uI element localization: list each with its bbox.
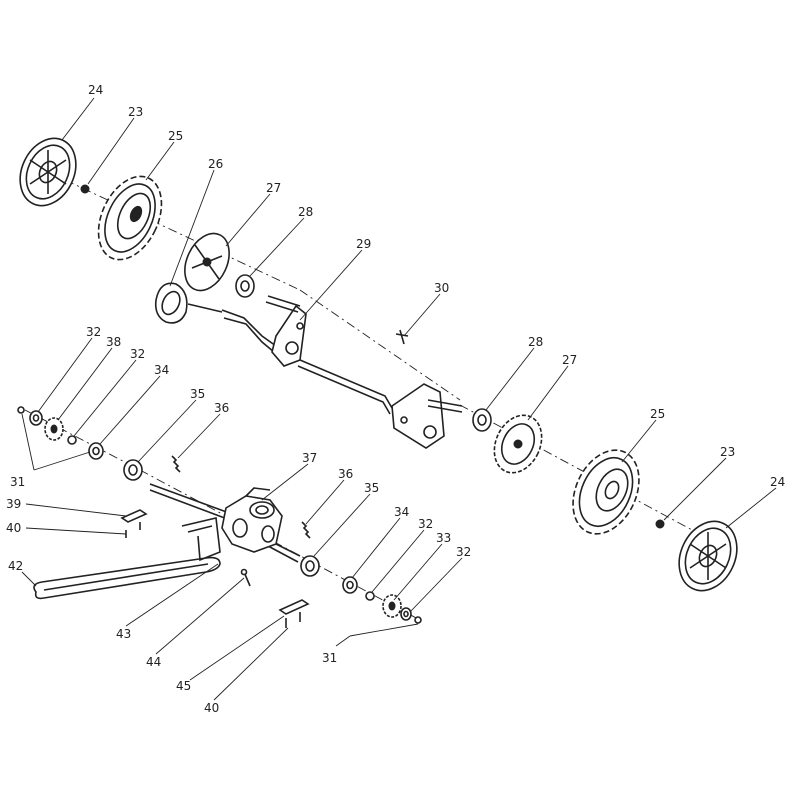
screw-44 [240, 568, 251, 587]
axle-bracket-assembly [221, 295, 463, 449]
hub-nut-left [80, 184, 90, 194]
callout-34: 34 [394, 505, 409, 519]
callout-32: 32 [130, 347, 145, 361]
callout-32: 32 [86, 325, 101, 339]
spring-36-right [301, 521, 311, 539]
height-lever-knob [154, 282, 223, 324]
callout-39: 39 [6, 497, 21, 511]
callout-27: 27 [266, 181, 281, 195]
callout-29: 29 [356, 237, 371, 251]
bushing-32-right-a [365, 591, 375, 601]
pinion-gear-right [382, 594, 402, 618]
callout-32: 32 [456, 545, 471, 559]
callout-28: 28 [298, 205, 313, 219]
callout-31: 31 [322, 651, 337, 665]
callout-38: 38 [106, 335, 121, 349]
leader-lines [21, 97, 777, 701]
washer-right [472, 408, 492, 432]
wheel-cap-left [19, 137, 77, 207]
callout-32: 32 [418, 517, 433, 531]
drive-belt-42 [33, 556, 221, 600]
clip-left [17, 406, 25, 414]
pinion-gear-left [44, 417, 64, 441]
pin [395, 329, 409, 345]
bushing-32-right-b [400, 607, 412, 621]
bracket-45 [278, 599, 310, 628]
bearing-34-left [88, 442, 104, 460]
bushing-32-left-b [67, 435, 77, 445]
gear-plate-left [184, 232, 230, 292]
hub-nut-right [655, 519, 665, 529]
bearing-34-right [342, 576, 358, 594]
callout-26: 26 [208, 157, 223, 171]
callout-37: 37 [302, 451, 317, 465]
coupling-35-left [123, 459, 143, 481]
callout-42: 42 [8, 559, 23, 573]
callout-27: 27 [562, 353, 577, 367]
wheel-right [572, 449, 640, 535]
callout-28: 28 [528, 335, 543, 349]
callout-25: 25 [168, 129, 183, 143]
cable-bracket-43 [181, 517, 221, 562]
callout-40: 40 [6, 521, 21, 535]
callout-24: 24 [770, 475, 785, 489]
wheel-left [97, 175, 163, 261]
wheel-cap-right [678, 520, 738, 592]
callout-25: 25 [650, 407, 665, 421]
callout-45: 45 [176, 679, 191, 693]
callout-numbers: 24 23 25 26 27 28 29 30 28 27 25 23 24 3… [6, 83, 785, 715]
coupling-35-right [300, 555, 320, 577]
callout-23: 23 [128, 105, 143, 119]
callout-35: 35 [364, 481, 379, 495]
callout-35: 35 [190, 387, 205, 401]
callout-36: 36 [214, 401, 229, 415]
spring-36-left [171, 455, 181, 473]
callout-31: 31 [10, 475, 25, 489]
clip-right [414, 616, 422, 624]
callout-24: 24 [88, 83, 103, 97]
callout-34: 34 [154, 363, 169, 377]
callout-30: 30 [434, 281, 449, 295]
callout-44: 44 [146, 655, 161, 669]
washer-left [235, 274, 255, 298]
gearbox-37 [221, 487, 283, 553]
callout-23: 23 [720, 445, 735, 459]
callout-36: 36 [338, 467, 353, 481]
callout-40: 40 [204, 701, 219, 715]
callout-43: 43 [116, 627, 131, 641]
callout-33: 33 [436, 531, 451, 545]
gear-plate-right [493, 414, 543, 474]
bushing-32-left-a [29, 410, 43, 426]
